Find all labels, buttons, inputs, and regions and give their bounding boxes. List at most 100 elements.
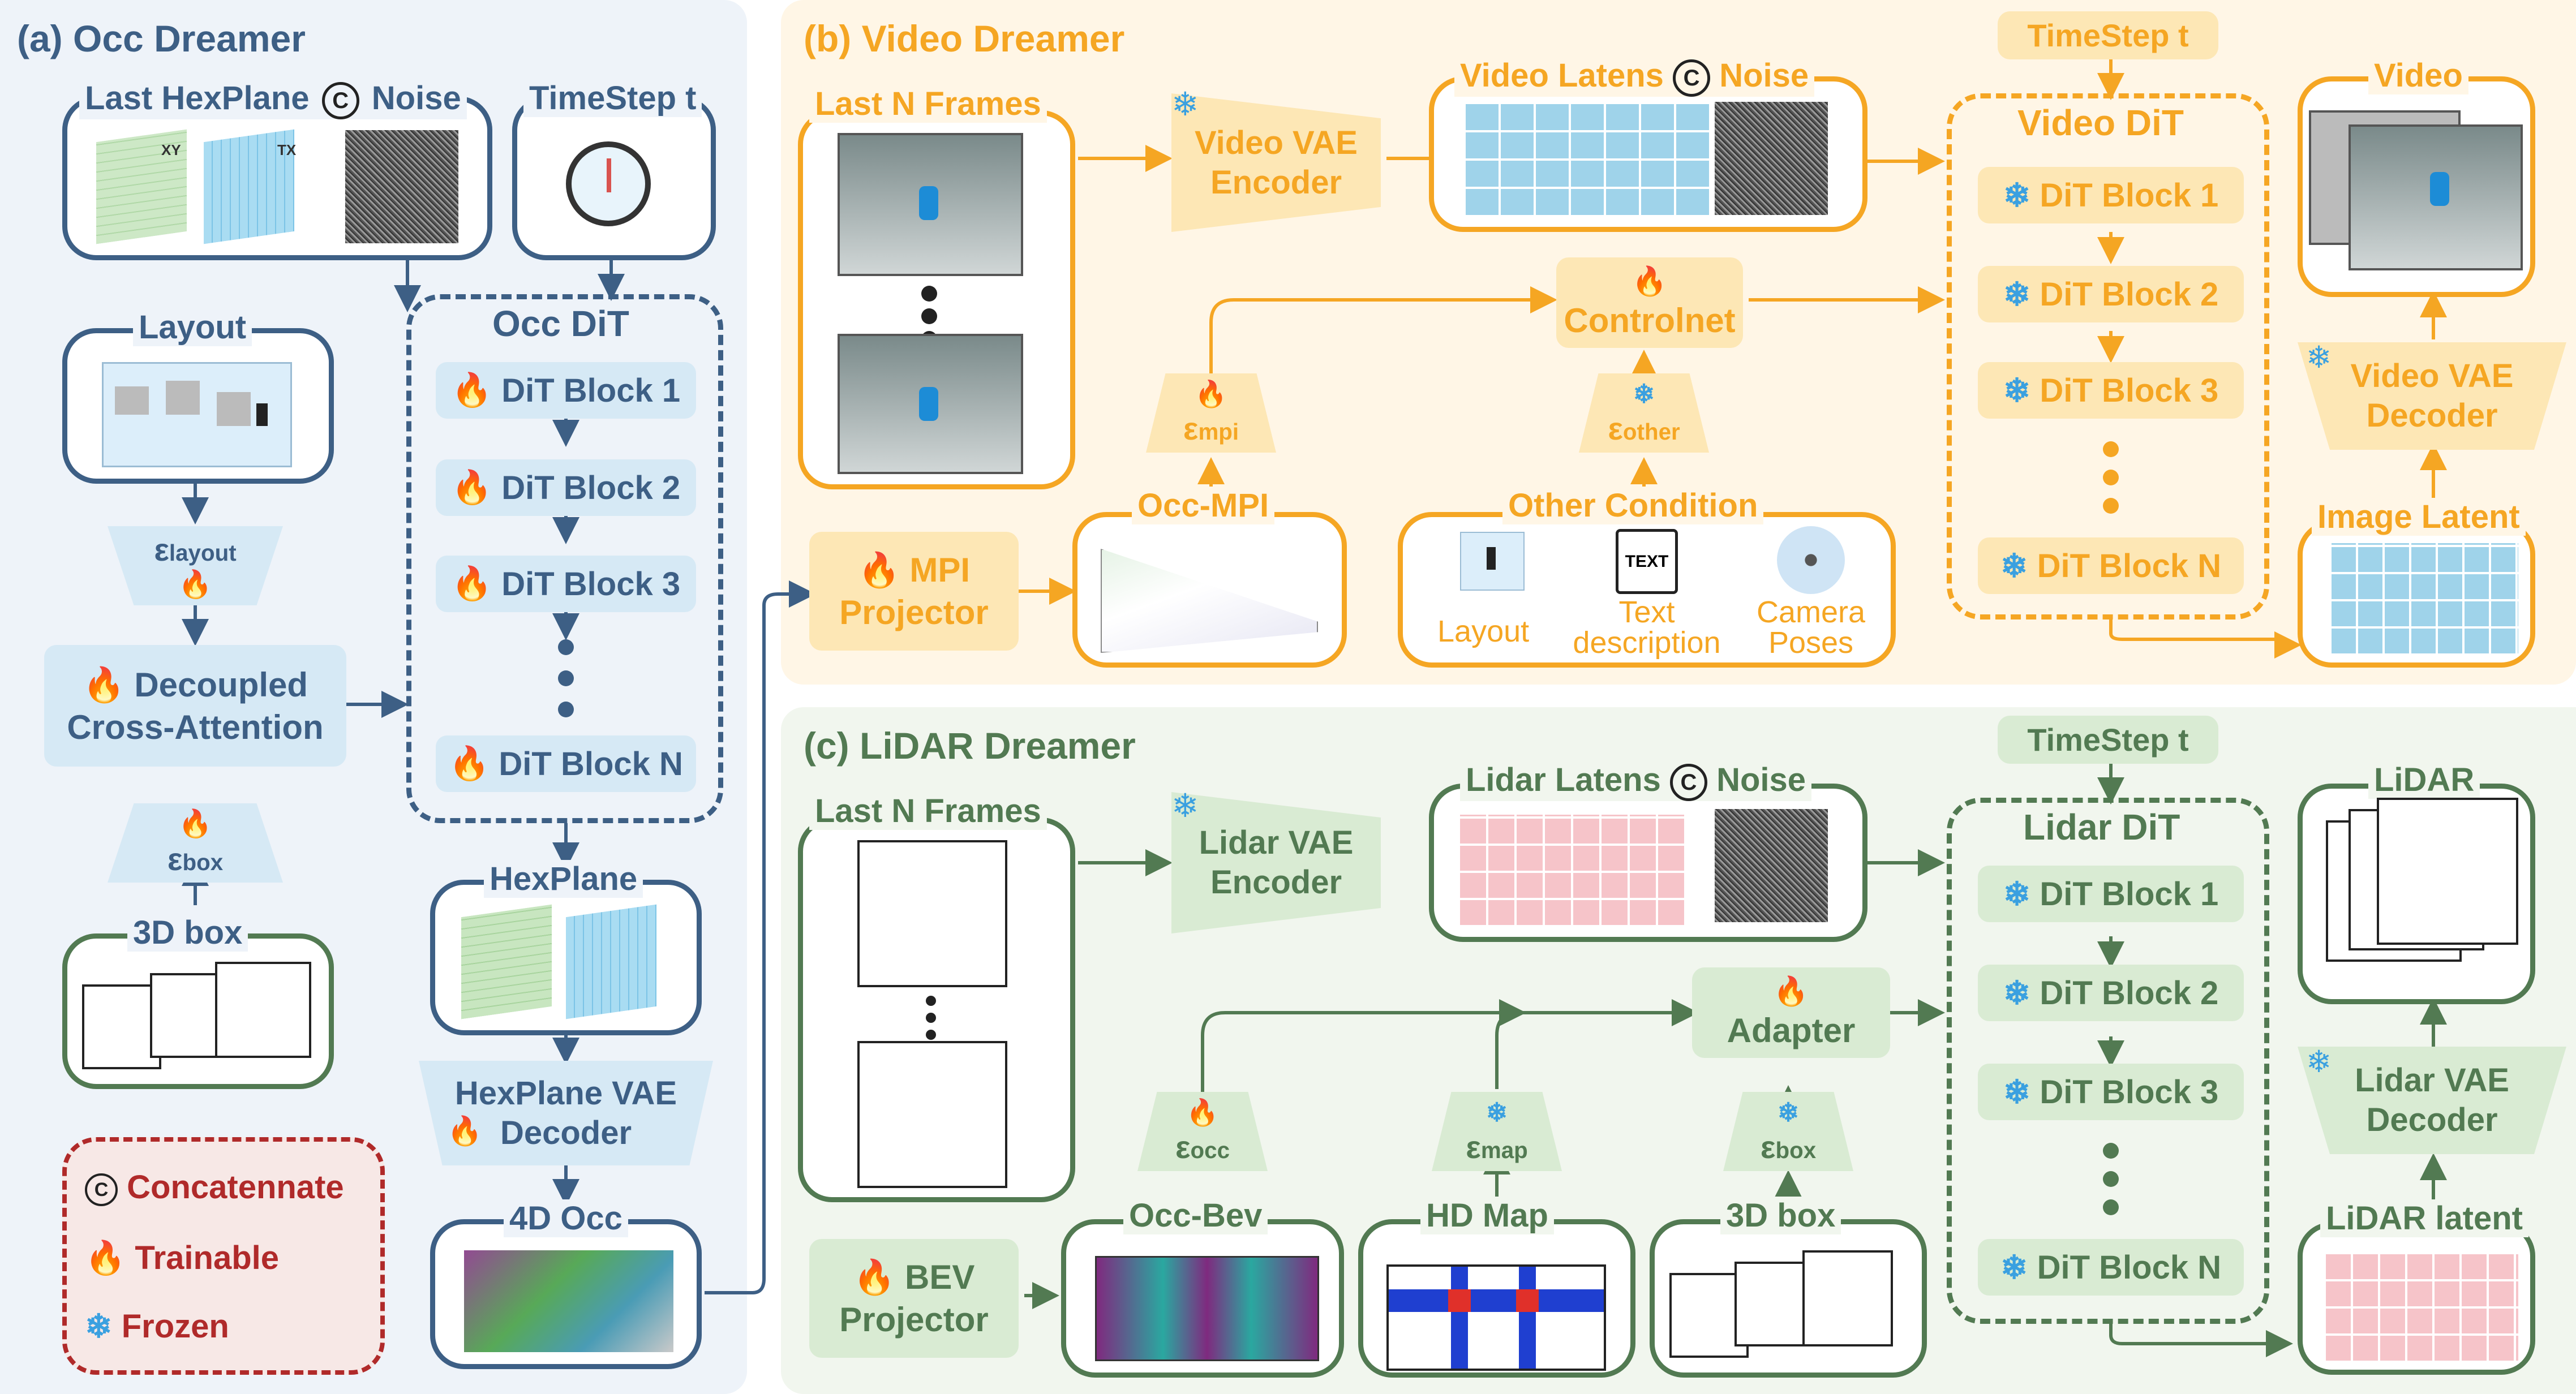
ellipsis-dot: [558, 702, 574, 717]
concat-c-icon: C: [1669, 763, 1707, 801]
mpi-projector-label: MPI Projector: [839, 551, 989, 631]
legend-frozen-label: Frozen: [121, 1308, 229, 1345]
lidar-box-encoder: ❄ εbox: [1723, 1092, 1853, 1171]
video-latents-header: Video Latens C Noise: [1454, 57, 1815, 97]
box-frame-3: [1802, 1250, 1893, 1346]
occ4d-thumbnail: [464, 1250, 673, 1352]
text-document-icon: TEXT: [1616, 529, 1678, 594]
video-decoder-label: Video VAE Decoder: [2350, 358, 2514, 434]
ellipsis-dot: [2103, 441, 2119, 457]
fire-icon: 🔥: [178, 808, 212, 839]
ellipsis-dot: [2103, 1143, 2119, 1159]
hd-map-thumbnail: [1386, 1264, 1606, 1371]
enc-box-main: ε: [167, 841, 183, 877]
video-frames-label: Last N Frames: [809, 85, 1047, 123]
image-latent-grid: [2332, 543, 2518, 653]
box-frame-2: [1734, 1262, 1814, 1346]
video-dit-block-1-label: DiT Block 1: [2040, 177, 2219, 214]
occ-dit-block-n: 🔥 DiT Block N: [436, 735, 696, 792]
fire-icon: 🔥: [178, 569, 212, 600]
snowflake-icon: ❄: [2000, 1249, 2037, 1286]
legend-frozen: ❄ Frozen: [85, 1307, 229, 1345]
lidar-dit-block-1: ❄ DiT Block 1: [1978, 866, 2244, 922]
snowflake-icon: ❄: [2306, 341, 2332, 375]
mpi-projector: 🔥 MPI Projector: [809, 532, 1019, 651]
lidar-dit-block-2-label: DiT Block 2: [2040, 974, 2219, 1012]
video-vae-decoder: Video VAE Decoder: [2298, 342, 2566, 450]
snowflake-icon: ❄: [2306, 1045, 2332, 1079]
layout-icon: [1460, 532, 1525, 591]
snowflake-icon: ❄: [1171, 86, 1199, 123]
video-dit-block-2-label: DiT Block 2: [2040, 276, 2219, 313]
video-dit-block-1: ❄ DiT Block 1: [1978, 167, 2244, 223]
box-frame-1: [82, 984, 161, 1069]
lidar-dit-block-n: ❄ DiT Block N: [1978, 1239, 2244, 1296]
lidar-3dbox-label: 3D box: [1720, 1197, 1841, 1234]
enc-occ-sub: occ: [1190, 1137, 1230, 1163]
bev-projector-label: BEV Projector: [839, 1258, 989, 1339]
video-frame-bottom: [838, 334, 1023, 474]
occ-dit-block-n-label: DiT Block N: [499, 745, 683, 782]
lidar-frames-label: Last N Frames: [809, 792, 1047, 830]
concat-c-icon: C: [1673, 59, 1711, 97]
noise-image: [1715, 809, 1828, 922]
snowflake-icon: ❄: [2003, 1074, 2040, 1111]
occ-encoder: 🔥 εocc: [1137, 1092, 1268, 1171]
video-dit-block-n: ❄ DiT Block N: [1978, 537, 2244, 594]
enc-occ-main: ε: [1175, 1129, 1191, 1165]
fire-icon: 🔥: [1632, 265, 1668, 298]
fire-icon: 🔥: [1773, 975, 1809, 1008]
fire-icon: 🔥: [451, 372, 502, 408]
snowflake-icon: ❄: [2003, 276, 2040, 313]
other-condition-label: Other Condition: [1502, 487, 1764, 524]
hd-map-label: HD Map: [1420, 1197, 1554, 1234]
enc-lbox-main: ε: [1760, 1129, 1776, 1165]
snowflake-icon: ❄: [1633, 378, 1655, 408]
lidar-vae-decoder: Lidar VAE Decoder: [2298, 1047, 2566, 1154]
snowflake-icon: ❄: [2003, 372, 2040, 409]
fire-icon: 🔥: [447, 1115, 483, 1147]
video-output-label: Video: [2368, 57, 2468, 94]
video-frame-top: [838, 133, 1023, 276]
enc-other-sub: other: [1622, 419, 1680, 445]
lidar-latent-label: LiDAR latent: [2320, 1199, 2528, 1237]
layout-encoder: εlayout 🔥: [108, 526, 283, 605]
video-dit-box: [1947, 93, 2269, 619]
video-vae-encoder: Video VAE Encoder: [1171, 93, 1381, 232]
ellipsis-dot: [558, 639, 574, 655]
lidar-decoder-label: Lidar VAE Decoder: [2355, 1062, 2509, 1138]
occ-3dbox-label: 3D box: [127, 914, 248, 952]
occ-bev-thumbnail: [1095, 1256, 1319, 1361]
snowflake-icon: ❄: [1486, 1097, 1508, 1127]
lidar-dit-box: [1947, 798, 2269, 1324]
video-output-frame: [2349, 124, 2523, 270]
stopwatch-icon: [566, 141, 651, 226]
occ-dit-box: [406, 294, 723, 823]
video-dit-block-3-label: DiT Block 3: [2040, 372, 2219, 409]
box-encoder: 🔥 εbox: [108, 803, 283, 883]
occ-dit-title: Occ DiT: [492, 303, 629, 344]
enc-map-main: ε: [1466, 1129, 1481, 1165]
cond-text-label: Text description: [1573, 595, 1721, 660]
ellipsis-dot: [926, 1030, 936, 1040]
fire-icon: 🔥: [1195, 378, 1227, 408]
enc-box-sub: box: [182, 849, 224, 876]
enc-other-main: ε: [1608, 411, 1623, 446]
other-encoder: ❄ εother: [1579, 373, 1709, 453]
plane-tx-label: TX: [277, 141, 297, 158]
lidar-frame-top: [857, 840, 1007, 987]
lidar-dit-block-1-label: DiT Block 1: [2040, 875, 2219, 913]
snowflake-icon: ❄: [1171, 788, 1199, 824]
lidar-frame-bottom: [857, 1041, 1007, 1188]
occ-dit-block-3-label: DiT Block 3: [501, 565, 681, 603]
fire-icon: 🔥: [85, 1240, 126, 1276]
enc-mpi-sub: mpi: [1198, 419, 1239, 445]
controlnet-label: Controlnet: [1564, 301, 1736, 339]
lidar-dit-block-3: ❄ DiT Block 3: [1978, 1064, 2244, 1120]
lidar-dit-title: Lidar DiT: [2023, 807, 2180, 847]
occ-timestep-label: TimeStep t: [523, 79, 702, 117]
occ-dit-block-2: 🔥 DiT Block 2: [436, 459, 696, 516]
occ-dreamer-title: (a) Occ Dreamer: [17, 18, 306, 59]
snowflake-icon: ❄: [2000, 548, 2037, 584]
last-hexplane-header: Last HexPlane C Noise: [79, 79, 467, 119]
